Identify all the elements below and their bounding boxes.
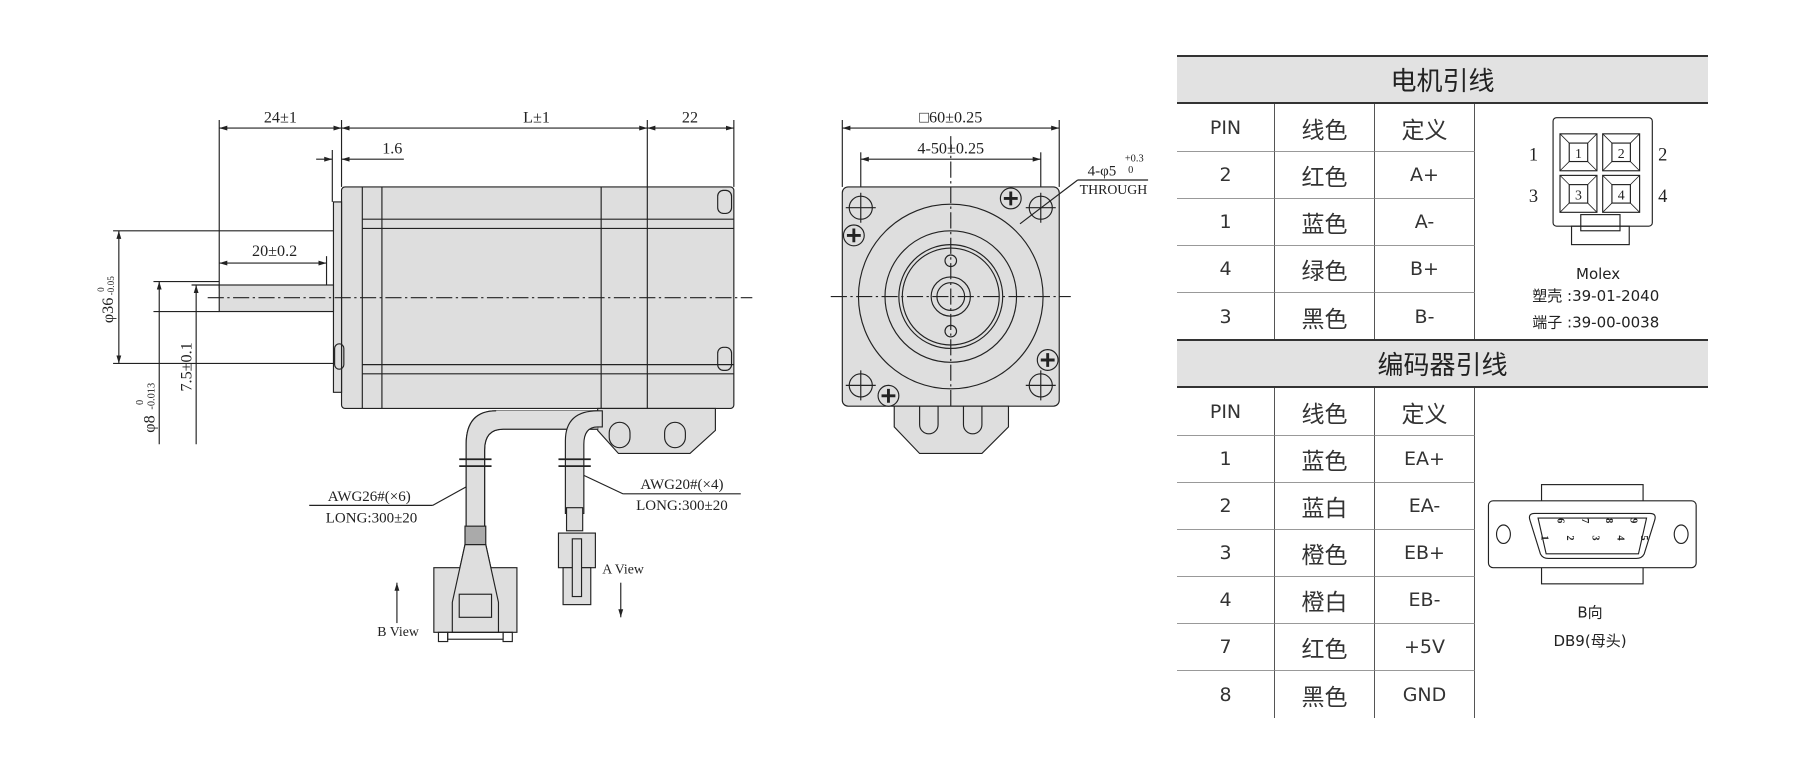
dim-shaft-flat: 7.5±0.1 xyxy=(179,342,196,391)
color-cell: 蓝色 xyxy=(1275,436,1375,483)
color-cell: 蓝色 xyxy=(1275,199,1375,246)
color-cell: 橙色 xyxy=(1275,530,1375,577)
dim-pilot-value: φ36 xyxy=(100,298,117,323)
encoder-leads-title: 编码器引线 xyxy=(1177,339,1708,388)
header-definition: 定义 xyxy=(1375,104,1475,152)
dim-body-length: L±1 xyxy=(523,109,550,126)
definition-cell: EA+ xyxy=(1375,436,1475,483)
color-cell: 橙白 xyxy=(1275,577,1375,624)
header-pin: PIN xyxy=(1177,388,1275,436)
dim-hole-tol-lower: 0 xyxy=(1128,165,1133,176)
pin-cell: 4 xyxy=(1177,246,1275,293)
dim-hole: 4-φ5 xyxy=(1088,163,1117,179)
dim-square: □60±0.25 xyxy=(919,109,982,126)
dim-pilot-tol-upper: 0 xyxy=(96,287,106,292)
dim-shaft-tol-upper: 0 xyxy=(135,400,146,405)
dim-rear-length: 22 xyxy=(682,109,698,126)
definition-cell: B- xyxy=(1375,293,1475,340)
color-cell: 蓝白 xyxy=(1275,483,1375,530)
definition-cell: A- xyxy=(1375,199,1475,246)
dim-hole-through: THROUGH xyxy=(1080,182,1148,197)
color-cell: 黑色 xyxy=(1275,671,1375,718)
definition-cell: A+ xyxy=(1375,152,1475,199)
color-cell: 红色 xyxy=(1275,624,1375,671)
screw-icon xyxy=(842,187,1059,407)
header-color: 线色 xyxy=(1275,388,1375,436)
pin-cell: 3 xyxy=(1177,293,1275,340)
dim-hole-tol-upper: +0.3 xyxy=(1125,154,1144,165)
side-view xyxy=(113,120,753,643)
header-pin: PIN xyxy=(1177,104,1275,152)
dim-shaft-length: 24±1 xyxy=(264,109,297,126)
color-cell: 黑色 xyxy=(1275,293,1375,340)
definition-cell: EB+ xyxy=(1375,530,1475,577)
pin-cell: 3 xyxy=(1177,530,1275,577)
motor-leads-title: 电机引线 xyxy=(1177,55,1708,104)
header-color: 线色 xyxy=(1275,104,1375,152)
molex-plug xyxy=(557,532,596,569)
cable1-length: LONG:300±20 xyxy=(326,511,418,527)
pin-cell: 2 xyxy=(1177,483,1275,530)
dim-shaft-diameter: φ8 0 -0.013 xyxy=(135,383,159,433)
shaft xyxy=(218,284,335,313)
dim-flange: 1.6 xyxy=(382,140,402,157)
definition-cell: GND xyxy=(1375,671,1475,718)
dim-key-length: 20±0.2 xyxy=(252,243,297,260)
definition-cell: +5V xyxy=(1375,624,1475,671)
pin-cell: 1 xyxy=(1177,199,1275,246)
dim-pilot-tol-lower: -0.05 xyxy=(106,276,116,296)
pin-cell: 7 xyxy=(1177,624,1275,671)
color-cell: 红色 xyxy=(1275,152,1375,199)
header-definition: 定义 xyxy=(1375,388,1475,436)
dim-shaft-value: φ8 xyxy=(142,415,159,432)
dim-hole-pitch: 4-50±0.25 xyxy=(917,140,984,157)
motor-body xyxy=(340,186,735,410)
dim-pilot-diameter: φ36 0 -0.05 xyxy=(96,276,117,323)
cable2-spec: AWG20#(×4) xyxy=(640,477,723,493)
encoder-cable xyxy=(465,410,598,531)
definition-cell: B+ xyxy=(1375,246,1475,293)
pin-cell: 4 xyxy=(1177,577,1275,624)
front-view xyxy=(830,120,1149,455)
definition-cell: EB- xyxy=(1375,577,1475,624)
cable2-length: LONG:300±20 xyxy=(636,498,728,514)
color-cell: 绿色 xyxy=(1275,246,1375,293)
a-view-label: A View xyxy=(602,561,644,576)
cable1-spec: AWG26#(×6) xyxy=(328,489,411,505)
pin-cell: 1 xyxy=(1177,436,1275,483)
b-view-label: B View xyxy=(377,624,419,639)
db9-plug xyxy=(433,567,518,633)
dim-shaft-tol-lower: -0.013 xyxy=(147,383,158,410)
mounting-holes xyxy=(845,192,1056,401)
definition-cell: EA- xyxy=(1375,483,1475,530)
pin-cell: 8 xyxy=(1177,671,1275,718)
pin-cell: 2 xyxy=(1177,152,1275,199)
